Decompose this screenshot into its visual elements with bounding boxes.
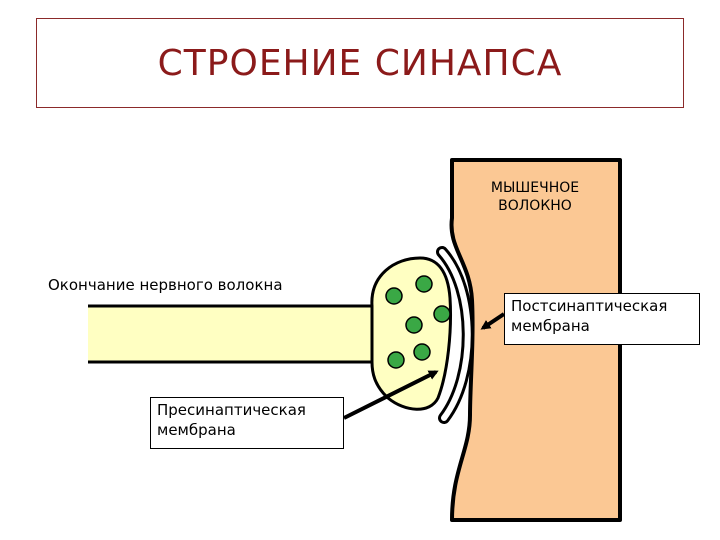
postsynaptic-label-line2: мембрана [511, 316, 590, 335]
postsynaptic-membrane-label: Постсинаптическая мембрана [504, 293, 700, 345]
muscle-fiber-label: МЫШЕЧНОЕ ВОЛОКНО [454, 180, 616, 215]
title-frame: СТРОЕНИЕ СИНАПСА [36, 18, 684, 108]
nerve-fiber [88, 306, 378, 362]
vesicle [413, 343, 431, 361]
presynaptic-label-line1: Пресинаптическая [157, 401, 306, 419]
muscle-fiber-label-line2: ВОЛОКНО [498, 197, 572, 214]
presynaptic-arrow [343, 370, 439, 420]
vesicle [405, 316, 423, 334]
postsynaptic-label-line1: Постсинаптическая [511, 297, 668, 315]
nerve-ending-label: Окончание нервного волокна [48, 276, 283, 294]
muscle-fiber-label-line1: МЫШЕЧНОЕ [490, 180, 580, 196]
postsynaptic-arrow [480, 312, 506, 330]
synaptic-cleft [439, 249, 471, 421]
synaptic-vesicles [385, 275, 451, 369]
vesicle [415, 275, 433, 293]
page-title: СТРОЕНИЕ СИНАПСА [157, 42, 563, 84]
vesicle [433, 305, 451, 323]
presynaptic-label-line2: мембрана [157, 420, 236, 439]
vesicle [387, 351, 405, 369]
vesicle [385, 287, 403, 305]
presynaptic-membrane-label: Пресинаптическая мембрана [150, 397, 344, 449]
